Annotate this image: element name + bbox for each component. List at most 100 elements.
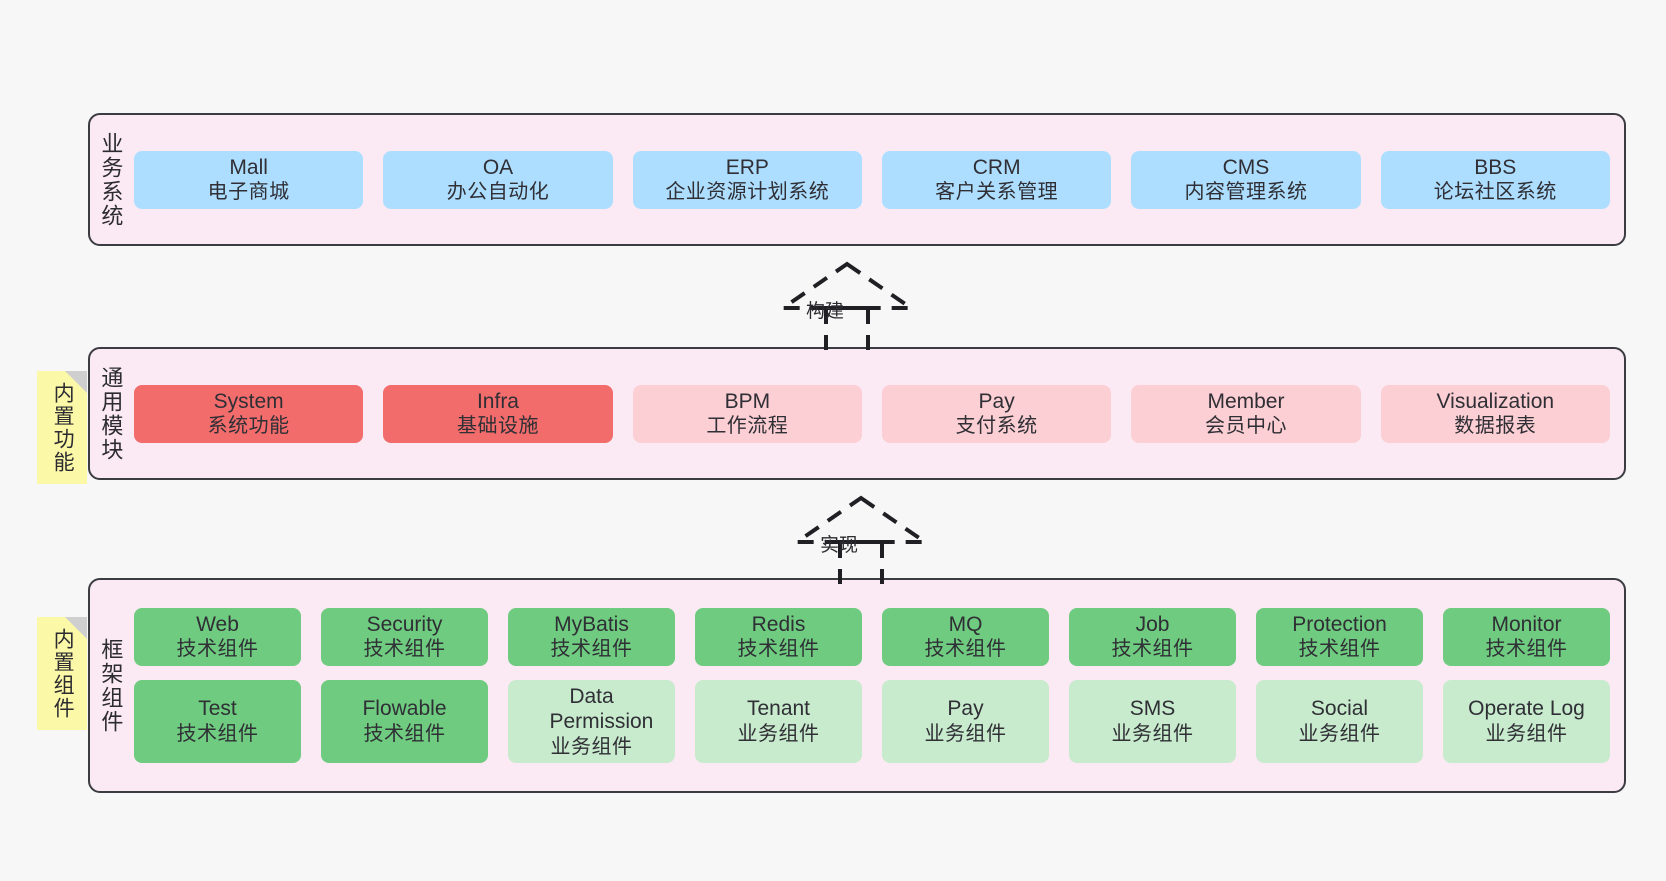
node-cms[interactable]: CMS 内容管理系统	[1131, 150, 1361, 209]
framework-tech-row: Web 技术组件 Security 技术组件 MyBatis 技术组件 Redi…	[134, 607, 1610, 666]
node-job[interactable]: Job 技术组件	[1069, 607, 1236, 666]
node-tenant[interactable]: Tenant 业务组件	[695, 679, 862, 764]
node-bbs[interactable]: BBS 论坛社区系统	[1380, 150, 1610, 209]
node-security-subtitle: 技术组件	[363, 638, 446, 661]
layer-framework-components-label: 框架组件	[98, 637, 124, 734]
node-pay-module[interactable]: Pay 支付系统	[881, 384, 1112, 443]
node-protection-title: Protection	[1292, 612, 1387, 636]
note-fold-icon	[65, 617, 87, 639]
node-bbs-title: BBS	[1474, 155, 1517, 179]
node-protection-subtitle: 技术组件	[1298, 638, 1381, 661]
node-flowable[interactable]: Flowable 技术组件	[321, 679, 488, 764]
node-oa[interactable]: OA 办公自动化	[383, 150, 613, 209]
node-test-title: Test	[198, 697, 237, 721]
node-sms-title: SMS	[1129, 697, 1176, 721]
node-crm-subtitle: 客户关系管理	[935, 181, 1059, 204]
business-systems-row: Mall 电子商城 OA 办公自动化 ERP 企业资源计划系统 CRM 客户关系…	[134, 150, 1610, 209]
node-infra-subtitle: 基础设施	[456, 415, 539, 438]
node-sms-subtitle: 业务组件	[1111, 723, 1194, 746]
node-sms[interactable]: SMS 业务组件	[1069, 679, 1236, 764]
node-mq[interactable]: MQ 技术组件	[882, 607, 1049, 666]
node-bbs-subtitle: 论坛社区系统	[1433, 181, 1557, 204]
node-operate-log[interactable]: Operate Log 业务组件	[1443, 679, 1610, 764]
node-monitor-title: Monitor	[1491, 612, 1562, 636]
node-erp[interactable]: ERP 企业资源计划系统	[632, 150, 862, 209]
node-job-subtitle: 技术组件	[1111, 638, 1194, 661]
node-oa-subtitle: 办公自动化	[446, 181, 550, 204]
node-redis[interactable]: Redis 技术组件	[695, 607, 862, 666]
common-modules-row: System 系统功能 Infra 基础设施 BPM 工作流程 Pay 支付系统…	[134, 384, 1610, 443]
note-builtin-features: 内置功能	[37, 371, 87, 484]
node-data-permission[interactable]: Data Permission 业务组件	[508, 679, 675, 764]
node-flowable-subtitle: 技术组件	[363, 723, 446, 746]
node-visualization-title: Visualization	[1436, 389, 1555, 413]
node-pay-component[interactable]: Pay 业务组件	[882, 679, 1049, 764]
node-crm-title: CRM	[972, 155, 1021, 179]
node-flowable-title: Flowable	[362, 697, 447, 721]
note-builtin-features-text: 内置功能	[51, 381, 75, 474]
node-tenant-subtitle: 业务组件	[737, 723, 820, 746]
connector-implement-label: 实现	[820, 535, 859, 556]
node-bpm[interactable]: BPM 工作流程	[632, 384, 862, 443]
node-operate-log-subtitle: 业务组件	[1485, 723, 1568, 746]
node-web-subtitle: 技术组件	[176, 638, 259, 661]
node-cms-title: CMS	[1222, 155, 1270, 179]
node-infra[interactable]: Infra 基础设施	[383, 384, 613, 443]
node-bpm-subtitle: 工作流程	[706, 415, 789, 438]
node-data-permission-title: Data Permission	[549, 684, 654, 734]
node-visualization[interactable]: Visualization 数据报表	[1380, 384, 1610, 443]
layer-common-modules-body: System 系统功能 Infra 基础设施 BPM 工作流程 Pay 支付系统…	[130, 349, 1624, 478]
node-bpm-title: BPM	[724, 389, 771, 413]
node-pay-component-title: Pay	[947, 697, 984, 721]
layer-framework-components: 框架组件 Web 技术组件 Security 技术组件 MyBatis 技术组件…	[88, 578, 1626, 793]
note-builtin-components-text: 内置组件	[51, 627, 75, 720]
node-monitor[interactable]: Monitor 技术组件	[1443, 607, 1610, 666]
node-security[interactable]: Security 技术组件	[321, 607, 488, 666]
node-protection[interactable]: Protection 技术组件	[1256, 607, 1423, 666]
node-system-title: System	[213, 389, 284, 413]
node-member-title: Member	[1207, 389, 1285, 413]
layer-framework-components-body: Web 技术组件 Security 技术组件 MyBatis 技术组件 Redi…	[130, 580, 1624, 791]
node-system-subtitle: 系统功能	[207, 415, 290, 438]
node-tenant-title: Tenant	[746, 697, 811, 721]
node-redis-title: Redis	[751, 612, 806, 636]
node-test[interactable]: Test 技术组件	[134, 679, 301, 764]
node-oa-title: OA	[482, 155, 514, 179]
node-web[interactable]: Web 技术组件	[134, 607, 301, 666]
node-mq-subtitle: 技术组件	[924, 638, 1007, 661]
node-social-subtitle: 业务组件	[1298, 723, 1381, 746]
node-mq-title: MQ	[948, 612, 983, 636]
node-mybatis[interactable]: MyBatis 技术组件	[508, 607, 675, 666]
node-social-title: Social	[1310, 697, 1369, 721]
connector-build-arrow	[776, 261, 918, 350]
connector-implement: 实现	[772, 492, 952, 584]
layer-business-systems-label: 业务系统	[98, 131, 124, 228]
node-mall[interactable]: Mall 电子商城	[134, 150, 364, 209]
node-social[interactable]: Social 业务组件	[1256, 679, 1423, 764]
node-operate-log-title: Operate Log	[1468, 697, 1585, 721]
node-security-title: Security	[366, 612, 443, 636]
node-mall-title: Mall	[229, 155, 268, 179]
node-test-subtitle: 技术组件	[176, 723, 259, 746]
connector-implement-arrow	[790, 495, 932, 584]
node-pay-module-subtitle: 支付系统	[955, 415, 1038, 438]
note-builtin-components: 内置组件	[37, 617, 87, 730]
node-member-subtitle: 会员中心	[1204, 415, 1287, 438]
node-pay-module-title: Pay	[978, 389, 1015, 413]
node-visualization-subtitle: 数据报表	[1454, 415, 1537, 438]
node-erp-title: ERP	[725, 155, 769, 179]
node-system[interactable]: System 系统功能	[134, 384, 364, 443]
node-pay-component-subtitle: 业务组件	[924, 723, 1007, 746]
connector-build-label: 构建	[806, 301, 845, 322]
node-redis-subtitle: 技术组件	[737, 638, 820, 661]
node-crm[interactable]: CRM 客户关系管理	[881, 150, 1112, 209]
node-infra-title: Infra	[476, 389, 519, 413]
note-fold-icon	[65, 371, 87, 393]
node-mybatis-subtitle: 技术组件	[550, 638, 633, 661]
node-data-permission-subtitle: 业务组件	[550, 735, 633, 758]
layer-common-modules-label: 通用模块	[98, 365, 124, 462]
node-mall-subtitle: 电子商城	[207, 181, 290, 204]
framework-business-row: Test 技术组件 Flowable 技术组件 Data Permission …	[134, 679, 1610, 764]
node-member[interactable]: Member 会员中心	[1131, 384, 1361, 443]
